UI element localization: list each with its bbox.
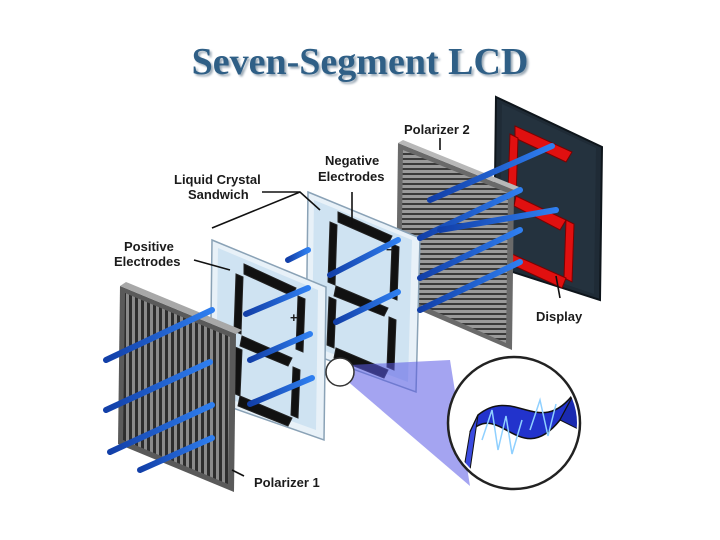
label-negative-electrodes-line1: Negative xyxy=(325,153,379,168)
display-panel xyxy=(492,95,604,302)
plus-sign: + xyxy=(290,310,298,325)
label-display: Display xyxy=(536,309,583,324)
light-beams xyxy=(103,143,559,473)
label-liquid-crystal-line1: Liquid Crystal xyxy=(174,172,261,187)
label-polarizer-2: Polarizer 2 xyxy=(404,122,470,137)
zoom-callout xyxy=(325,355,582,491)
label-pointers xyxy=(193,138,561,477)
page-title: Seven-Segment LCD xyxy=(191,41,529,83)
minus-sign: − xyxy=(386,242,394,257)
zoom-source-circle xyxy=(325,357,355,387)
label-liquid-crystal-line2: Sandwich xyxy=(188,187,249,202)
polarizer-2 xyxy=(396,140,519,350)
label-positive-electrodes-line1: Positive xyxy=(124,239,174,254)
label-polarizer-1: Polarizer 1 xyxy=(254,475,320,490)
label-positive-electrodes-line2: Electrodes xyxy=(114,254,180,269)
label-negative-electrodes-line2: Electrodes xyxy=(318,169,384,184)
